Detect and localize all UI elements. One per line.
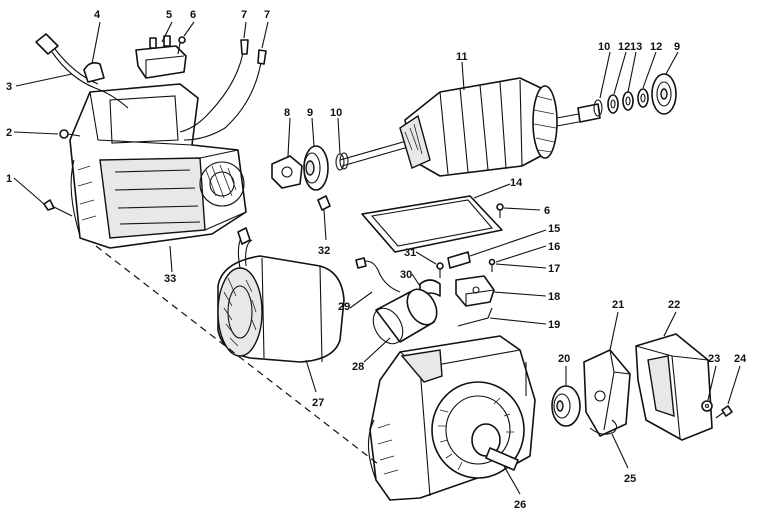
part-rotor [339,77,601,177]
part-spring-clip [589,419,618,435]
part-screw-2 [59,129,81,139]
callout-labels: 1 2 3 4 5 6 7 7 8 9 10 11 10 12 13 12 9 … [6,9,747,511]
part-stator [217,227,345,363]
part-bearing-retainer [271,155,303,189]
part-washer-left [335,152,349,171]
part-leads [179,39,267,141]
callout-29: 29 [338,301,350,313]
callout-31: 31 [404,247,416,259]
part-wire-lead [35,33,129,109]
callout-2: 2 [6,127,12,139]
callout-21: 21 [612,299,624,311]
part-pulley [551,385,581,427]
callout-11: 11 [456,51,468,63]
callout-16: 16 [548,241,560,253]
callout-5: 5 [166,9,172,21]
callout-17: 17 [548,263,560,275]
callout-12-left: 12 [618,41,630,53]
callout-9-left: 9 [307,107,313,119]
part-switch-block [135,35,187,79]
callout-9-right: 9 [674,41,680,53]
part-main-housing [367,335,536,501]
part-gasket-plate [361,195,503,253]
callout-10-left: 10 [330,107,342,119]
part-switch-assembly [447,251,496,327]
part-screw-top [177,36,186,55]
callout-10-right: 10 [598,41,610,53]
part-washer-screw [701,400,733,419]
callout-6-top: 6 [190,9,196,21]
callout-22: 22 [668,299,680,311]
part-screw-right [496,203,504,218]
callout-28: 28 [352,361,364,373]
callout-4: 4 [94,9,101,21]
leader-lines [13,21,741,495]
callout-18: 18 [548,291,560,303]
callout-3: 3 [6,81,12,93]
callout-30: 30 [400,269,412,281]
part-key [317,195,331,211]
callout-13: 13 [630,41,642,53]
callout-15: 15 [548,223,560,235]
callout-12-right: 12 [650,41,662,53]
part-bearing-left [303,145,329,191]
callout-33: 33 [164,273,176,285]
callout-23: 23 [708,353,720,365]
callout-7-right: 7 [264,9,270,21]
part-bolt-1 [43,199,73,217]
callout-20: 20 [558,353,570,365]
part-bearing-stack-right [593,73,677,117]
callout-1: 1 [6,173,12,185]
part-clamp [355,257,444,297]
callout-19: 19 [548,319,560,331]
part-end-housing [69,83,247,249]
callout-27: 27 [312,397,324,409]
callout-7-left: 7 [241,9,247,21]
callout-14: 14 [510,177,523,189]
part-guard-plate [583,349,631,437]
part-outer-guard [635,333,713,441]
callout-24: 24 [734,353,747,365]
callout-25: 25 [624,473,636,485]
callout-32: 32 [318,245,330,257]
part-capacitor [372,288,438,345]
callout-26: 26 [514,499,526,511]
callout-8: 8 [284,107,290,119]
callout-6-right: 6 [544,205,550,217]
